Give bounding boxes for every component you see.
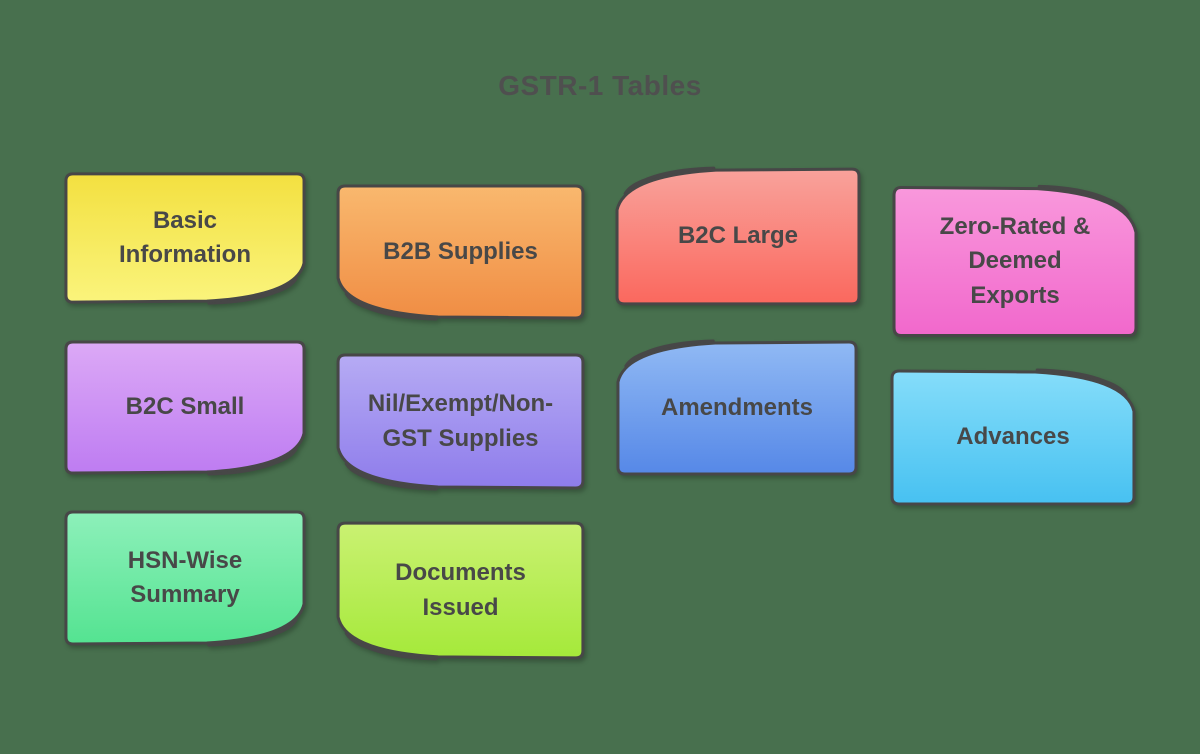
note-label: Documents Issued	[395, 559, 526, 621]
diagram-title: GSTR-1 Tables	[498, 70, 702, 101]
note-label: B2C Large	[677, 222, 799, 250]
note-label: HSN-Wise Summary	[127, 546, 243, 608]
note-body	[618, 342, 856, 474]
note-label: Zero-Rated & Deemed Exports	[939, 213, 1091, 309]
note-body	[617, 169, 859, 304]
sticky-note-shape	[613, 165, 863, 308]
sticky-note-shape	[62, 508, 308, 648]
note-hsn-wise-summary: HSN-Wise Summary	[62, 508, 308, 648]
sticky-note-shape	[614, 338, 860, 478]
note-basic-information: Basic Information	[62, 170, 308, 306]
note-label: Amendments	[660, 393, 814, 421]
sticky-note-shape	[890, 183, 1140, 340]
note-body	[66, 342, 304, 473]
note-body	[892, 371, 1134, 504]
note-body	[894, 187, 1136, 335]
note-label: Advances	[956, 423, 1070, 451]
sticky-note-shape	[62, 170, 308, 306]
note-b2c-large: B2C Large	[613, 165, 863, 308]
sticky-note-shape	[334, 351, 587, 492]
sticky-note-shape	[334, 519, 587, 662]
note-body	[66, 512, 304, 644]
note-nil-exempt-non-gst-supplies: Nil/Exempt/Non- GST Supplies	[334, 351, 587, 492]
sticky-note-shape	[888, 367, 1138, 508]
note-label: Basic Information	[119, 206, 251, 268]
sticky-note-shape	[334, 182, 587, 322]
note-amendments: Amendments	[614, 338, 860, 478]
note-b2b-supplies: B2B Supplies	[334, 182, 587, 322]
note-body	[338, 355, 583, 488]
note-label: B2B Supplies	[383, 237, 538, 265]
note-label: B2C Small	[125, 393, 245, 421]
note-body	[66, 174, 304, 302]
note-documents-issued: Documents Issued	[334, 519, 587, 662]
note-zero-rated-deemed-exports: Zero-Rated & Deemed Exports	[890, 183, 1140, 340]
note-advances: Advances	[888, 367, 1138, 508]
note-body	[338, 186, 583, 318]
note-b2c-small: B2C Small	[62, 338, 308, 477]
sticky-note-shape	[62, 338, 308, 477]
note-body	[338, 523, 583, 658]
note-label: Nil/Exempt/Non- GST Supplies	[367, 390, 554, 452]
